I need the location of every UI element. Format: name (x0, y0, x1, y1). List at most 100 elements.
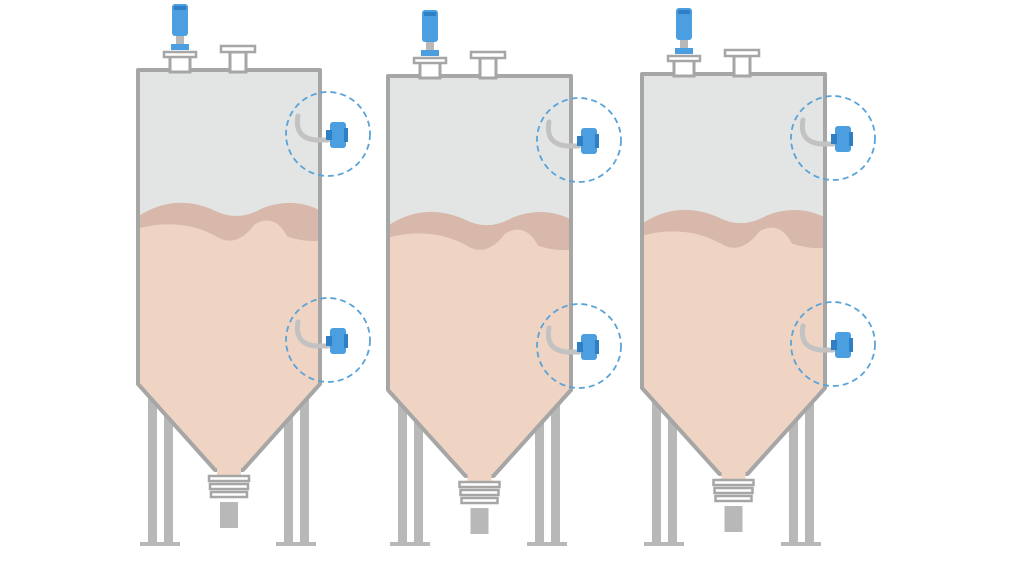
fork-probe (545, 325, 582, 355)
outlet (207, 468, 251, 528)
leg-foot (644, 542, 684, 546)
radar-sensor-icon (675, 8, 693, 54)
switch-connector (326, 336, 332, 346)
vibrating-fork-level-switch-icon (285, 91, 371, 177)
spare-nozzle (732, 54, 752, 78)
sensor-flange (412, 56, 448, 65)
silo-3 (640, 8, 876, 546)
outlet-ring (459, 488, 500, 497)
high-level-highlight (536, 97, 622, 183)
radar-cap (678, 10, 690, 14)
support-leg (652, 378, 661, 544)
radar-sensor-icon (421, 10, 439, 56)
spare-nozzle (478, 56, 498, 80)
top-nozzles (412, 50, 507, 80)
outlet-ring (209, 490, 249, 499)
radar-housing (172, 4, 188, 36)
silo-wall (640, 72, 827, 476)
switch-connector (831, 134, 837, 144)
switch-housing (835, 126, 851, 152)
sensor-flange (666, 54, 702, 63)
support-legs (390, 380, 567, 546)
support-leg (164, 374, 173, 544)
support-leg (668, 378, 677, 544)
switch-housing (835, 332, 851, 358)
radar-base (421, 50, 439, 56)
spare-flange (219, 44, 257, 54)
leg-foot (276, 542, 316, 546)
radar-sensor-icon (171, 4, 189, 50)
switch-housing (330, 328, 346, 354)
radar-base (675, 48, 693, 54)
vibrating-fork-level-switch-icon (536, 97, 622, 183)
vibrating-fork-level-switch-icon (790, 301, 876, 387)
outlet-pipe (220, 502, 238, 528)
radar-neck (680, 40, 688, 50)
switch-connector (831, 340, 837, 350)
fork-probe (545, 119, 582, 149)
radar-base (171, 44, 189, 50)
support-leg (148, 374, 157, 544)
leg-foot (527, 542, 567, 546)
radar-cap (424, 12, 436, 16)
outlet-neck (721, 472, 746, 482)
top-nozzles (666, 48, 761, 78)
switch-cap (344, 334, 348, 348)
fork-probe (799, 117, 836, 147)
silo-2 (386, 10, 622, 546)
high-level-highlight (790, 95, 876, 181)
support-legs (644, 378, 821, 546)
radar-neck (426, 42, 434, 52)
sensor-flange (162, 50, 198, 59)
vibrating-fork-level-switch-icon (536, 303, 622, 389)
switch-housing (581, 128, 597, 154)
outlet (712, 472, 755, 532)
support-leg (789, 378, 798, 544)
silo-wall (136, 68, 322, 472)
leg-foot (140, 542, 180, 546)
outlet-ring (208, 482, 250, 491)
leg-foot (781, 542, 821, 546)
low-level-highlight (536, 303, 622, 389)
support-leg (398, 380, 407, 544)
top-nozzles (162, 44, 257, 74)
vibrating-fork-level-switch-icon (790, 95, 876, 181)
support-leg (284, 374, 293, 544)
support-leg (300, 374, 309, 544)
spare-nozzle (228, 50, 248, 74)
leg-foot (390, 542, 430, 546)
outlet-ring (460, 496, 499, 505)
low-level-highlight (790, 301, 876, 387)
radar-neck (176, 36, 184, 46)
switch-connector (577, 342, 583, 352)
switch-cap (344, 128, 348, 142)
outlet-pipe (470, 508, 489, 534)
switch-cap (595, 134, 599, 148)
high-level-highlight (285, 91, 371, 177)
support-leg (805, 378, 814, 544)
spare-flange (723, 48, 761, 58)
fork-probe (799, 323, 836, 353)
fork-probe (294, 319, 331, 349)
radar-housing (422, 10, 438, 42)
silo-wall (386, 74, 573, 478)
spare-flange (469, 50, 507, 60)
vibrating-fork-level-switch-icon (285, 297, 371, 383)
outlet-ring (712, 478, 755, 487)
radar-cap (174, 6, 186, 10)
sensor-nozzle (418, 60, 442, 80)
outlet (458, 474, 501, 534)
support-leg (414, 380, 423, 544)
support-leg (551, 380, 560, 544)
switch-housing (330, 122, 346, 148)
radar-housing (676, 8, 692, 40)
switch-cap (849, 132, 853, 146)
outlet-neck (217, 468, 241, 478)
support-legs (140, 374, 316, 546)
sensor-nozzle (672, 58, 696, 78)
switch-housing (581, 334, 597, 360)
switch-cap (849, 338, 853, 352)
outlet-ring (714, 494, 753, 503)
